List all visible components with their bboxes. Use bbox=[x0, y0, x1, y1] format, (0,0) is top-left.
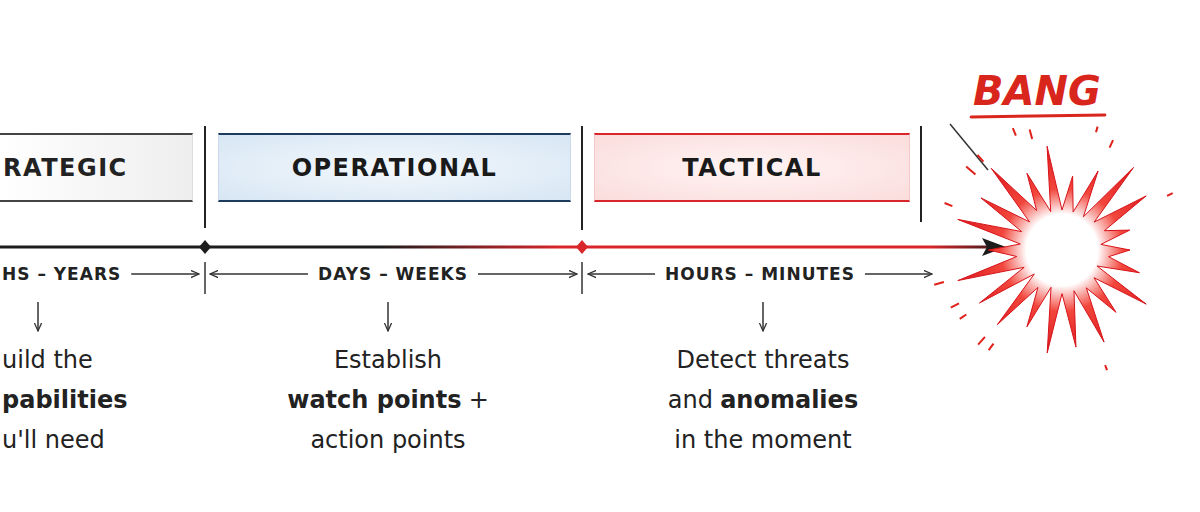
phase-description: + bbox=[469, 386, 489, 414]
time-span-label-group: HOURS – MINUTES bbox=[665, 264, 855, 284]
text-line: Establish bbox=[287, 340, 489, 380]
starburst-spark bbox=[1013, 128, 1016, 136]
text-line: HS – YEARS bbox=[2, 264, 121, 284]
bang-label: BANG bbox=[973, 68, 1101, 114]
down-arrow bbox=[387, 302, 389, 331]
phase-description: Establish bbox=[334, 346, 442, 374]
phase-description: and bbox=[668, 386, 713, 414]
bang-underline bbox=[971, 115, 1105, 117]
starburst-spark bbox=[978, 337, 985, 345]
phase-description-group: Establish watch points +action points bbox=[287, 340, 489, 460]
time-span-label: HS – YEARS bbox=[2, 264, 121, 284]
text-line: BANG bbox=[973, 68, 1101, 114]
phase-divider bbox=[581, 126, 583, 230]
text-line: in the moment bbox=[668, 420, 858, 460]
time-span-label: DAYS – WEEKS bbox=[318, 264, 468, 284]
text-line: DAYS – WEEKS bbox=[318, 264, 468, 284]
phase-description: pabilities bbox=[2, 386, 128, 414]
starburst-shape bbox=[958, 146, 1146, 353]
starburst-spark bbox=[960, 314, 967, 318]
phase-divider bbox=[920, 126, 922, 222]
text-line: andanomalies bbox=[668, 380, 858, 420]
phase-description: anomalies bbox=[720, 386, 858, 414]
phase-description: watch points bbox=[287, 386, 461, 414]
phase-description: action points bbox=[310, 426, 465, 454]
text-line: action points bbox=[287, 420, 489, 460]
phase-box: TACTICAL bbox=[594, 133, 910, 202]
starburst-spark bbox=[945, 203, 953, 206]
phase-title: RATEGIC bbox=[3, 154, 128, 182]
time-span-label-group: DAYS – WEEKS bbox=[318, 264, 468, 284]
span-tick bbox=[204, 262, 206, 294]
starburst-spark bbox=[1110, 140, 1113, 147]
text-line: watch points + bbox=[287, 380, 489, 420]
time-span-label-group: HS – YEARS bbox=[2, 264, 121, 284]
span-arrow bbox=[865, 273, 932, 274]
starburst-spark bbox=[951, 303, 959, 307]
starburst-spark bbox=[1167, 193, 1173, 196]
phase-box: RATEGIC bbox=[0, 133, 193, 202]
text-line: HOURS – MINUTES bbox=[665, 264, 855, 284]
span-arrow bbox=[131, 273, 199, 274]
phase-description: in the moment bbox=[674, 426, 851, 454]
phase-description: uild the bbox=[2, 346, 93, 374]
text-line: u'll need bbox=[2, 420, 128, 460]
timeline-arrow bbox=[0, 246, 990, 249]
span-arrow bbox=[478, 273, 577, 274]
starburst-spark bbox=[966, 167, 975, 175]
phase-box: OPERATIONAL bbox=[218, 133, 571, 202]
phase-divider bbox=[204, 126, 206, 228]
time-span-label: HOURS – MINUTES bbox=[665, 264, 855, 284]
span-arrow bbox=[210, 273, 308, 274]
span-tick bbox=[581, 262, 583, 294]
starburst-spark bbox=[1030, 130, 1033, 139]
impact-slash bbox=[950, 124, 988, 170]
down-arrow bbox=[37, 302, 39, 331]
phase-description: Detect threats bbox=[676, 346, 849, 374]
starburst-spark bbox=[934, 282, 944, 285]
phase-title: OPERATIONAL bbox=[292, 154, 498, 182]
phase-description-group: uild the pabilities u'll need bbox=[2, 340, 128, 460]
phase-description: u'll need bbox=[2, 426, 105, 454]
timeline-marker bbox=[199, 240, 211, 254]
bang-starburst bbox=[934, 127, 1173, 371]
down-arrow bbox=[762, 302, 764, 331]
text-line: pabilities bbox=[2, 380, 128, 420]
starburst-spark bbox=[977, 155, 983, 162]
text-line: uild the bbox=[2, 340, 128, 380]
starburst-spark bbox=[1096, 127, 1098, 133]
phase-description-group: Detect threats andanomalies in the moment bbox=[668, 340, 858, 460]
text-line: Detect threats bbox=[668, 340, 858, 380]
span-arrow bbox=[588, 273, 655, 274]
span-arrows bbox=[131, 115, 1105, 274]
starburst-spark bbox=[1105, 365, 1107, 370]
timeline-marker bbox=[576, 240, 588, 254]
phase-title: TACTICAL bbox=[682, 154, 821, 182]
bang-label-group: BANG bbox=[973, 68, 1101, 114]
starburst-spark bbox=[989, 344, 994, 351]
